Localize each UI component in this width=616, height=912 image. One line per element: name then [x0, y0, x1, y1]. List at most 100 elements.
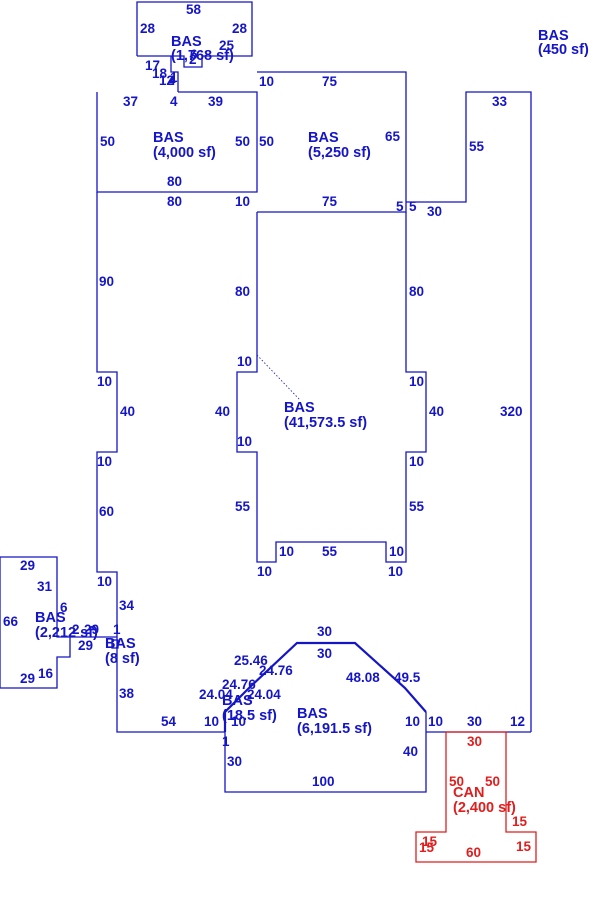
- dim-label: 75: [322, 74, 338, 89]
- dim-label: 29: [84, 622, 99, 637]
- dim-label: 60: [99, 504, 114, 519]
- bas-18-code: BAS: [222, 693, 253, 709]
- dim-label: 10: [428, 714, 443, 729]
- bas-6191-code: BAS: [297, 706, 328, 722]
- dim-label: 66: [3, 614, 19, 629]
- dim-label: 10: [409, 454, 424, 469]
- top-small-outline: [136, 1, 253, 68]
- canopy-dim-label: 15: [516, 839, 532, 854]
- dim-label: 10: [388, 564, 403, 579]
- bas-top-right-size: (450 sf): [538, 42, 589, 58]
- dim-label: 50: [259, 134, 274, 149]
- bas-main-size: (41,573.5 sf): [284, 415, 367, 431]
- dim-label: 5: [396, 199, 404, 214]
- canopy-dim-label: 30: [467, 734, 482, 749]
- dim-label: 28: [140, 21, 156, 36]
- dim-label: 10: [231, 714, 246, 729]
- dim-label: 30: [227, 754, 242, 769]
- bas-5250-outline: [257, 71, 407, 213]
- canopy-dim-label: 15: [422, 834, 438, 849]
- bas-left-size: (2,212 sf): [35, 625, 98, 641]
- dim-label: 4: [170, 94, 178, 109]
- canopy-dim-label: 50: [449, 774, 464, 789]
- dim-label: 10: [237, 434, 252, 449]
- dim-label: 29: [78, 638, 93, 653]
- bas-4000-code: BAS: [153, 130, 184, 146]
- dim-label: 24.76: [259, 663, 293, 678]
- dim-label: 30: [427, 204, 442, 219]
- dim-label: 30: [317, 624, 332, 639]
- dim-label: 29: [20, 558, 35, 573]
- bas-top-right-code: BAS: [538, 28, 569, 44]
- dim-label: 1: [170, 70, 178, 85]
- bas-left-code: BAS: [35, 610, 66, 626]
- top-small-connector: [170, 56, 179, 92]
- dim-label: 12: [510, 714, 525, 729]
- dim-label: 55: [322, 544, 338, 559]
- dim-label: 16: [38, 666, 54, 681]
- dim-label: 17: [145, 58, 160, 73]
- canopy-dim-label: 50: [485, 774, 500, 789]
- bas-5250-code: BAS: [308, 130, 339, 146]
- dim-label: 10: [204, 714, 219, 729]
- dim-label: 75: [322, 194, 338, 209]
- dim-label: 10: [259, 74, 274, 89]
- main-left-outline: [96, 192, 225, 733]
- dim-label: 10: [257, 564, 272, 579]
- dim-label: 18: [152, 66, 168, 81]
- dim-label: 100: [312, 774, 335, 789]
- dim-label: 58: [186, 2, 202, 17]
- dim-label: 40: [120, 404, 135, 419]
- bas-main-code: BAS: [284, 400, 315, 416]
- bas-8-box: [111, 639, 119, 649]
- dim-label: 50: [100, 134, 115, 149]
- dim-label: 1: [113, 622, 121, 637]
- dim-label: 30: [467, 714, 482, 729]
- dim-label: 1: [222, 734, 230, 749]
- dim-label: 2: [72, 622, 80, 637]
- dim-label: 80: [167, 194, 182, 209]
- dim-label: 80: [167, 174, 182, 189]
- dim-label: 10: [279, 544, 294, 559]
- dim-label: 5: [409, 199, 417, 214]
- dim-label: 90: [99, 274, 114, 289]
- dim-label: 10: [97, 574, 112, 589]
- dim-label: 65: [385, 129, 401, 144]
- dim-label: 39: [208, 94, 223, 109]
- dim-label: 2: [189, 52, 197, 67]
- dim-label: 6: [190, 47, 198, 62]
- dim-label: 49.5: [394, 670, 421, 685]
- canopy-dim-label: 15: [419, 840, 435, 855]
- bas-4000-size: (4,000 sf): [153, 145, 216, 161]
- courtyard-outline: [236, 212, 427, 563]
- bas-6191-size: (6,191.5 sf): [297, 721, 372, 737]
- bas-8-size: (8 sf): [105, 651, 140, 667]
- bas-top-small-code: BAS: [171, 34, 202, 50]
- bas-top-small-size: (1,768 sf): [171, 48, 234, 64]
- dim-label: 4: [168, 73, 176, 88]
- dim-label: 80: [409, 284, 424, 299]
- dim-label: 10: [237, 354, 252, 369]
- dim-label: 34: [119, 598, 135, 613]
- dim-label: 50: [235, 134, 250, 149]
- dim-label: 10: [97, 454, 112, 469]
- bas-5250-size: (5,250 sf): [308, 145, 371, 161]
- dim-label: 29: [20, 671, 35, 686]
- dim-label: 10: [235, 194, 250, 209]
- dim-label: 24.04: [199, 687, 233, 702]
- dim-label: 40: [429, 404, 444, 419]
- dim-label: 24.04: [247, 687, 281, 702]
- dim-label: 25.46: [234, 653, 268, 668]
- dim-label: 6: [60, 600, 68, 615]
- dim-label: 31: [37, 579, 53, 594]
- dim-label: 38: [119, 686, 135, 701]
- right-strip-outline: [406, 91, 532, 732]
- canopy-dim-label: 15: [512, 814, 528, 829]
- dim-label: 40: [215, 404, 230, 419]
- dim-label: 24.76: [222, 677, 256, 692]
- bas-4000-outline: [96, 91, 258, 193]
- left-annex-outline: [0, 556, 117, 689]
- bottom-wing-outline: [224, 712, 427, 793]
- can-size: (2,400 sf): [453, 800, 516, 816]
